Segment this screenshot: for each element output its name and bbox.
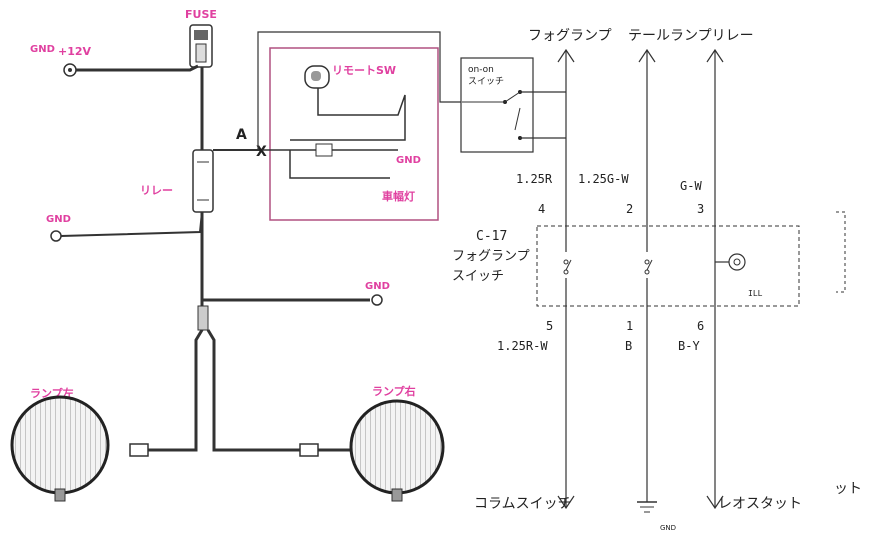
pin-bot-1: 1 bbox=[626, 319, 633, 333]
ring-terminal-icon bbox=[50, 230, 62, 242]
schematic: on-on スイッチ フォグランプ テールランプリレー bbox=[257, 28, 862, 532]
connector-right bbox=[299, 443, 319, 457]
plus12v-label: +12V bbox=[58, 45, 92, 58]
pin-bot-5: 5 bbox=[546, 319, 553, 333]
lamp-left-icon bbox=[10, 395, 110, 502]
gnd-bottom-label: GND bbox=[660, 524, 676, 532]
side-light-label: 車幅灯 bbox=[382, 189, 415, 203]
fuse-label: FUSE bbox=[185, 8, 217, 21]
gnd-right-label: GND bbox=[365, 281, 390, 292]
ill-label: ILL bbox=[748, 289, 763, 298]
arrow-up-icon bbox=[706, 48, 724, 63]
onon-label-1: on-on bbox=[468, 65, 494, 75]
switch-c17-box bbox=[536, 225, 800, 307]
wire-c1: B bbox=[625, 339, 632, 353]
wire-c2: 1.25G-W bbox=[578, 172, 629, 186]
wire-lamp-right bbox=[206, 329, 350, 452]
connector-left bbox=[129, 443, 149, 457]
lamp-right-label: ランプ右 bbox=[372, 384, 416, 398]
wire-c6: B-Y bbox=[678, 339, 700, 353]
fuse-icon bbox=[189, 24, 213, 68]
label-fog-lamp: フォグランプ bbox=[528, 28, 612, 44]
relay-label: リレー bbox=[140, 184, 173, 197]
arrow-down-icon bbox=[557, 495, 575, 510]
harness-drawing: FUSE +12V GND リレー A X GND GN bbox=[10, 8, 445, 502]
inset-wire-1 bbox=[290, 88, 406, 141]
ring-terminal-icon bbox=[63, 63, 77, 77]
arrow-up-icon bbox=[557, 48, 575, 63]
wire-lamp-left bbox=[130, 300, 204, 452]
switch-name-1: フォグランプ bbox=[452, 249, 530, 264]
wire-c5: 1.25R-W bbox=[497, 339, 548, 353]
pin-top-4: 4 bbox=[538, 202, 545, 216]
lamp-right-icon bbox=[349, 399, 445, 502]
switch-name-2: スイッチ bbox=[452, 269, 504, 284]
relay-icon bbox=[192, 149, 214, 213]
label-rheostat: レオスタット bbox=[718, 496, 802, 512]
marker-a: A bbox=[236, 127, 247, 143]
arrow-down-icon bbox=[706, 495, 724, 510]
side-bracket bbox=[836, 211, 846, 293]
arrow-up-icon bbox=[638, 48, 656, 63]
pin-top-3: 3 bbox=[697, 202, 704, 216]
remote-switch-icon bbox=[304, 65, 330, 89]
pin-bot-6: 6 bbox=[697, 319, 704, 333]
wire-x-to-switch bbox=[257, 31, 462, 150]
inset-wire-3 bbox=[289, 150, 390, 179]
edge-fragment: ット bbox=[834, 481, 862, 497]
onon-contacts-icon bbox=[462, 90, 522, 140]
inset-remote-switch: リモートSW GND 車幅灯 bbox=[262, 47, 439, 221]
ground-symbol-icon bbox=[637, 501, 657, 513]
pin-top-2: 2 bbox=[626, 202, 633, 216]
wire-c4: 1.25R bbox=[516, 172, 553, 186]
gnd-mid-label: GND bbox=[46, 214, 71, 225]
marker-x: X bbox=[256, 144, 267, 160]
wire-gnd-mid bbox=[60, 211, 203, 237]
switch-contact-icon bbox=[562, 252, 572, 278]
inset-connector bbox=[315, 143, 333, 157]
inset-gnd-label: GND bbox=[396, 155, 421, 166]
label-tail-relay: テールランプリレー bbox=[628, 28, 754, 44]
harness-clamp bbox=[197, 305, 209, 331]
ring-terminal-icon bbox=[371, 294, 383, 306]
onon-label-2: スイッチ bbox=[468, 76, 504, 87]
gnd-top-label: GND bbox=[30, 44, 55, 55]
illumination-bulb-icon bbox=[715, 253, 746, 271]
switch-code: C-17 bbox=[476, 229, 507, 244]
label-column-switch: コラムスイッチ bbox=[474, 496, 572, 512]
wire-c3: G-W bbox=[680, 179, 702, 193]
switch-contact-icon bbox=[643, 252, 653, 278]
remote-sw-label: リモートSW bbox=[332, 64, 396, 77]
wire-12v bbox=[76, 64, 199, 72]
